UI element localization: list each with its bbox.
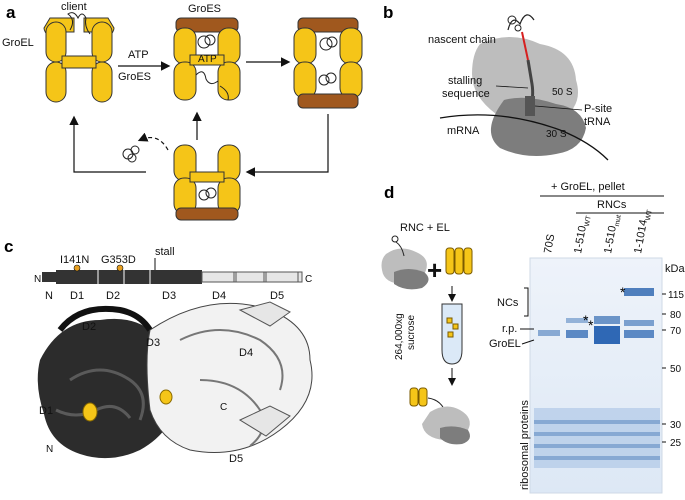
30s-label: 30 S [546,129,567,140]
mrna-label: mRNA [447,125,480,137]
ribosome-illustration [439,14,609,161]
groel-bottom-complex [173,144,241,221]
plus-sign: + [427,255,442,285]
domain-label-d4: D4 [212,290,226,302]
panel-letter-a: a [6,3,16,22]
mutation-site-a-structure [82,402,98,422]
ncs-bracket [524,287,529,317]
domain-label-n: N [45,290,53,302]
domain-map [42,258,303,284]
rncs-label: RNCs [597,199,627,211]
atp-label: ATP [128,49,149,61]
release-arrow [245,114,329,177]
groel-groes-complex [173,17,241,101]
release-dashed-arrow [137,132,169,151]
marker-70: 70 [670,326,682,337]
stalling-leader [495,85,529,89]
ribosomal-proteins-label: ribosomal proteins [519,400,531,490]
lane-label-1-510-wt: 1-510WT [572,213,593,255]
recycle-arrow [69,115,146,173]
sucrose-label-2: sucrose [406,315,417,350]
rnc-el-label: RNC + EL [400,222,450,234]
groes-label: GroES [188,3,221,15]
centrifuge-tube [441,303,463,365]
mutation-2-label: G353D [101,254,136,266]
stalling-label-2: sequence [442,88,490,100]
domain-d1-d3-box [56,270,202,284]
svg-text:1-510mut: 1-510mut [602,213,623,255]
lane-label-70s: 70S [542,233,557,254]
lane-label-1-1014-wt: 1-1014WT [632,207,654,255]
mutation-site-2-icon [116,264,124,272]
rnc-cartoon-top [381,235,429,290]
struct-d3-label: D3 [146,337,160,349]
panel-letter-b: b [383,3,393,22]
lane-label-1-510-mut: 1-510mut [602,213,623,255]
struct-d4-label: D4 [239,347,253,359]
marker-80: 80 [670,310,682,321]
groel-band-label: GroEL [489,338,521,350]
domain-label-d3: D3 [162,290,176,302]
folded-protein-icon [122,145,140,163]
groel-leader [521,339,535,345]
mutation-site-b-structure [159,389,173,405]
protein-structure [37,301,313,459]
domain-label-d2: D2 [106,290,120,302]
kda-label: kDa [665,263,685,275]
psite-label-2: tRNA [584,116,611,128]
svg-text:1-1014WT: 1-1014WT [632,207,654,255]
nascent-chain-label: nascent chain [428,34,496,46]
struct-d5-label: D5 [229,453,243,465]
domain-n-box [42,272,56,282]
struct-d1-label: D1 [39,405,53,417]
marker-115: 115 [668,290,684,301]
marker-ladder: 115 80 70 50 30 25 [662,290,684,449]
star-1: * [583,312,589,328]
ncs-label: NCs [497,297,519,309]
50s-label: 50 S [552,87,573,98]
struct-n-label: N [46,444,53,455]
domain-label-d5: D5 [270,290,284,302]
groel-closed-complex [293,17,363,109]
stalling-label-1: stalling [448,75,482,87]
marker-25: 25 [670,438,682,449]
psite-label-1: P-site [584,103,612,115]
svg-text:1-510WT: 1-510WT [572,213,593,255]
panel-letter-c: c [4,237,13,256]
marker-50: 50 [670,364,682,375]
domain-label-d1: D1 [70,290,84,302]
groel-label: GroEL [2,37,34,49]
groel-icon [445,247,473,275]
mutation-site-1-icon [73,264,81,272]
lane-labels: 70S 1-510WT 1-510mut 1-1014WT [542,207,654,255]
rp-label: r.p. [502,323,517,335]
sucrose-label-1: 264,000xg [394,313,405,360]
n-term-label: N [34,274,41,285]
star-3: * [620,284,626,300]
struct-c-label: C [220,402,227,413]
panel-letter-d: d [384,183,394,202]
struct-d2-label: D2 [82,321,96,333]
mutation-1-label: I141N [60,254,89,266]
stall-label: stall [155,246,175,258]
client-label: client [61,1,87,13]
marker-30: 30 [670,420,682,431]
gel-header: + GroEL, pellet [551,181,625,193]
svg-text:70S: 70S [542,233,557,254]
groel-open-complex [43,12,115,103]
psite-leader [534,105,583,111]
star-2: * [588,317,594,333]
atp-inner-label: ATP [198,54,217,65]
groes-arrow-label: GroES [118,71,151,83]
c-term-label: C [305,274,312,285]
rnc-cartoon-bottom [409,387,470,445]
gel-image [529,257,663,494]
